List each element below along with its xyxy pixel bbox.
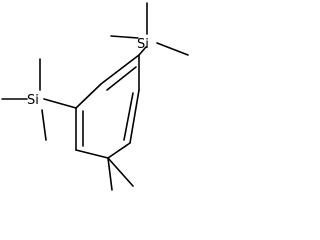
- double-bond-inner-c2-c3: [123, 92, 134, 141]
- double-bond-inner-c7-c1: [106, 66, 137, 91]
- bond-c1-si-top: [138, 46, 147, 56]
- ring-bond-c2-c3: [129, 89, 140, 144]
- bond-si-top-methyl-left: [110, 35, 139, 39]
- bond-si-top-methyl-right: [156, 42, 189, 56]
- si-left-label: Si: [27, 93, 39, 108]
- bond-si-left-methyl-down: [41, 109, 47, 141]
- structure-canvas: Si Si: [1, 2, 189, 191]
- ring-bond-c7-c1: [100, 54, 140, 85]
- ring-bond-c3-c4: [107, 142, 131, 159]
- bond-c6-si-left: [43, 98, 77, 109]
- bond-c4-methyl-right: [107, 157, 134, 187]
- ring-bond-c4-c5: [75, 149, 109, 159]
- bond-c4-methyl-down-left: [107, 157, 113, 191]
- si-top-label: Si: [137, 37, 149, 52]
- molecule-drawing: Si Si: [1, 2, 189, 191]
- ring-bond-c6-c7: [75, 83, 102, 109]
